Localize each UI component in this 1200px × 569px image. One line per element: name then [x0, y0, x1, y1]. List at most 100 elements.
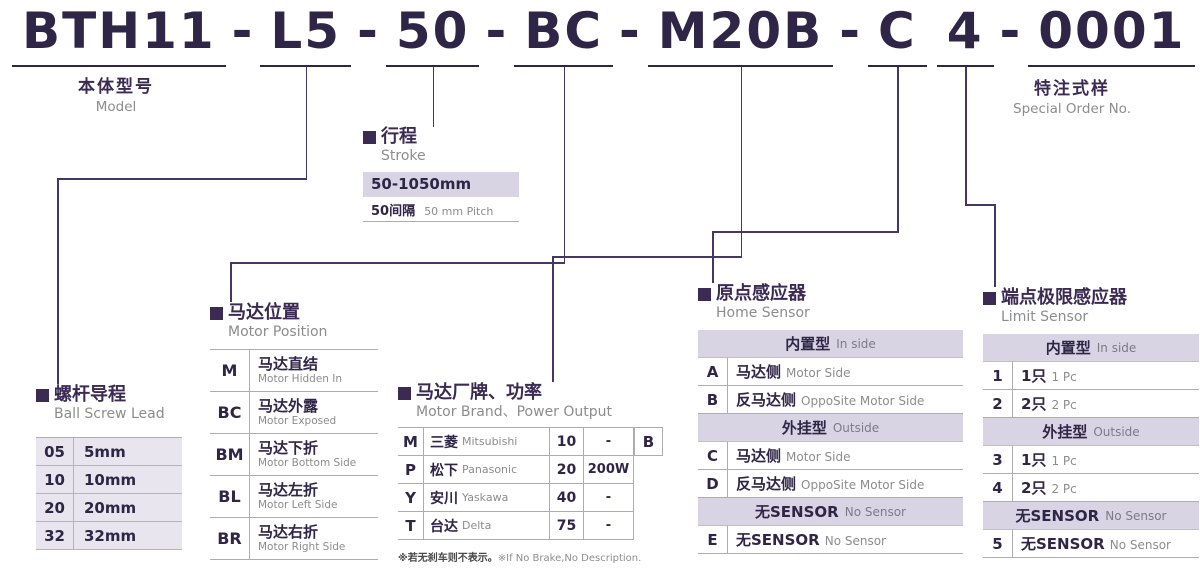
group-en: In side: [1096, 340, 1137, 355]
power-code: 10: [550, 428, 584, 455]
row-label-cn: 1只: [1021, 451, 1047, 469]
ball-screw-lead-section: 螺杆导程 Ball Screw Lead 05 5mm 10 10mm 20 2…: [36, 384, 182, 550]
connector-line: [230, 262, 232, 302]
row-label-cn: 反马达侧: [736, 391, 797, 409]
separator: -: [619, 2, 642, 60]
row-code: 5: [983, 530, 1013, 557]
row-code: 20: [36, 494, 74, 521]
section-title-en: Motor Position: [228, 324, 328, 340]
power-code: 20: [550, 456, 584, 483]
group-cn: 外挂型: [781, 419, 827, 437]
connector-line: [230, 262, 566, 264]
connector-line: [712, 231, 714, 283]
row-label-en: Motor Left Side: [258, 499, 338, 512]
bullet-icon: [983, 291, 996, 305]
special-order-label-en: Special Order No.: [1013, 101, 1131, 117]
row-label-en: Motor Bottom Side: [258, 457, 357, 470]
row-label-cn: 1只: [1021, 367, 1047, 385]
brand-en: Panasonic: [462, 463, 518, 476]
group-cn: 外挂型: [1042, 423, 1088, 441]
stroke-section-title: 行程: [363, 126, 519, 148]
stroke-pitch: 50间隔 50 mm Pitch: [363, 197, 519, 222]
row-label-cn: 无SENSOR: [736, 531, 820, 549]
connector-line: [965, 204, 996, 206]
model-segment-limit-sensor: 4: [936, 2, 994, 67]
special-order-label-cn: 特注式样: [1034, 79, 1110, 99]
row-label-cn: 马达外露: [258, 396, 319, 415]
section-title-en: Motor Brand、Power Output: [416, 404, 613, 420]
brake-note-en: ※If No Brake,No Description.: [497, 553, 642, 564]
connector-line: [965, 67, 967, 204]
motor-brand-section-title: 马达厂牌、功率: [398, 382, 666, 404]
connector-line: [305, 67, 308, 178]
brand-en: Yaskawa: [462, 491, 509, 504]
power-value: -: [584, 484, 634, 511]
row-code: C: [698, 442, 728, 469]
group-en: Outside: [1093, 424, 1140, 439]
row-label-cn: 马达侧: [736, 447, 782, 465]
connector-line: [994, 204, 996, 287]
sensor-item-row: 5 无SENSOR No Sensor: [983, 530, 1199, 558]
row-label-cn: 反马达侧: [736, 475, 797, 493]
brand-cn: 松下: [430, 462, 458, 479]
row-label-en: No Sensor: [1109, 538, 1171, 552]
row-value: 32mm: [84, 526, 137, 545]
power-value: -: [584, 512, 634, 539]
power-code: 75: [550, 512, 584, 539]
row-label-cn: 无SENSOR: [1021, 535, 1105, 553]
brand-cn: 安川: [430, 490, 458, 507]
separator: -: [231, 2, 255, 60]
row-label-cn: 马达下折: [258, 438, 319, 457]
table-row: 32 32mm: [36, 522, 182, 550]
brand-en: Delta: [462, 519, 492, 532]
separator: -: [999, 2, 1023, 60]
row-label-cn: 2只: [1021, 479, 1047, 497]
row-code: 2: [983, 390, 1013, 417]
row-label-en: No Sensor: [824, 534, 886, 548]
row-label-en: 2 Pc: [1051, 398, 1077, 412]
row-code: D: [698, 470, 728, 497]
separator: -: [485, 2, 509, 60]
section-title-cn: 螺杆导程: [54, 384, 126, 405]
brake-note-cn: ※若无刹车则不表示。: [398, 553, 498, 564]
brake-code-cell: B: [634, 427, 663, 456]
section-title-cn: 原点感应器: [716, 283, 806, 304]
section-title-en: Limit Sensor: [1001, 309, 1089, 325]
stroke-pitch-cn: 50间隔: [371, 204, 416, 219]
stroke-pitch-en: 50 mm Pitch: [424, 205, 494, 218]
bullet-icon: [36, 388, 49, 402]
row-code: E: [698, 526, 728, 553]
model-code: BTH11 - L5 - 50 - BC - M20B - C 4 - 0001: [12, 2, 1196, 67]
row-code: 10: [36, 466, 74, 493]
section-title-en: Ball Screw Lead: [54, 406, 165, 422]
model-label-cn: 本体型号: [78, 77, 154, 97]
power-value: -: [584, 428, 634, 455]
row-label-cn: 马达左折: [258, 480, 319, 499]
section-title-cn: 马达位置: [228, 302, 300, 323]
stroke-section: 行程 Stroke 50-1050mm 50间隔 50 mm Pitch: [363, 126, 519, 222]
row-code: B: [698, 386, 728, 413]
connector-line: [552, 256, 554, 382]
group-en: In side: [836, 336, 876, 351]
section-title-cn: 端点极限感应器: [1001, 287, 1127, 308]
section-title-cn: 马达厂牌、功率: [416, 382, 542, 403]
group-cn: 无SENSOR: [755, 503, 839, 521]
row-value: 10mm: [84, 470, 137, 489]
model-label: 本体型号 Model: [36, 72, 196, 115]
power-code: 40: [550, 484, 584, 511]
row-code: 32: [36, 522, 74, 549]
